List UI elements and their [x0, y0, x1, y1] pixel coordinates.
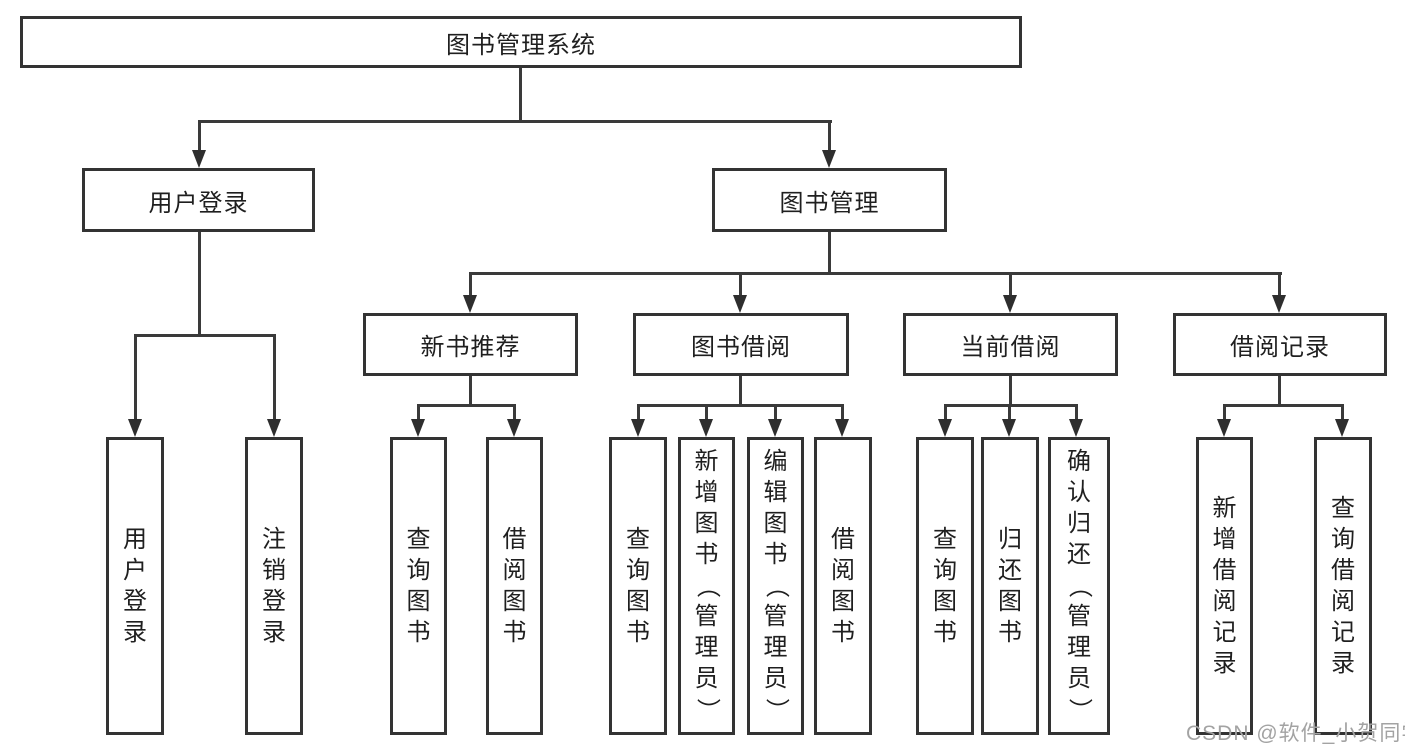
connector-line: [944, 404, 947, 421]
connector-line: [637, 404, 843, 407]
connector-line: [739, 376, 742, 406]
arrow-down-icon: [1003, 295, 1017, 313]
arrow-down-icon: [822, 150, 836, 168]
leaf-label: 注销登录: [262, 525, 286, 646]
node-borrow-records: 借阅记录: [1173, 313, 1387, 376]
arrow-down-icon: [1217, 419, 1231, 437]
leaf-label: 查询图书: [626, 525, 650, 646]
arrow-down-icon: [1002, 419, 1016, 437]
leaf-current-query-books: 查询图书: [916, 437, 974, 735]
connector-line: [273, 334, 276, 421]
connector-line: [774, 404, 777, 421]
connector-line: [198, 120, 832, 123]
connector-line: [1223, 404, 1343, 407]
connector-line: [513, 404, 516, 421]
arrow-down-icon: [733, 295, 747, 313]
connector-line: [1341, 404, 1344, 421]
arrow-down-icon: [835, 419, 849, 437]
connector-line: [469, 272, 472, 297]
node-current-borrow: 当前借阅: [903, 313, 1118, 376]
connector-line: [1008, 404, 1011, 421]
arrow-down-icon: [1272, 295, 1286, 313]
leaf-label: 确认归还（管理员）: [1066, 448, 1093, 723]
leaf-rec-query-books: 查询图书: [390, 437, 447, 735]
node-book-management: 图书管理: [712, 168, 947, 232]
node-user-login: 用户登录: [82, 168, 315, 232]
arrow-down-icon: [267, 419, 281, 437]
leaf-label: 新增图书（管理员）: [693, 448, 721, 723]
connector-line: [134, 334, 137, 421]
connector-line: [1278, 272, 1281, 297]
leaf-label: 查询图书: [406, 525, 431, 646]
leaf-label: 用户登录: [123, 525, 147, 646]
connector-line: [198, 232, 201, 336]
leaf-current-confirm-return: 确认归还（管理员）: [1048, 437, 1110, 735]
arrow-down-icon: [631, 419, 645, 437]
node-root: 图书管理系统: [20, 16, 1022, 68]
leaf-borrow-edit-books: 编辑图书（管理员）: [747, 437, 804, 735]
arrow-down-icon: [699, 419, 713, 437]
leaf-records-query: 查询借阅记录: [1314, 437, 1372, 735]
leaf-borrow-borrow-books: 借阅图书: [814, 437, 872, 735]
leaf-user-login: 用户登录: [106, 437, 164, 735]
arrow-down-icon: [938, 419, 952, 437]
leaf-label: 归还图书: [998, 525, 1022, 646]
leaf-label: 查询借阅记录: [1331, 494, 1355, 677]
connector-line: [469, 376, 472, 406]
connector-line: [739, 272, 742, 297]
connector-line: [134, 334, 276, 337]
leaf-borrow-query-books: 查询图书: [609, 437, 667, 735]
arrow-down-icon: [128, 419, 142, 437]
leaf-label: 新增借阅记录: [1212, 494, 1237, 677]
connector-line: [705, 404, 708, 421]
connector-line: [417, 404, 420, 421]
csdn-watermark: CSDN @软件_小贺同学: [1186, 722, 1405, 745]
arrow-down-icon: [411, 419, 425, 437]
arrow-down-icon: [1335, 419, 1349, 437]
connector-line: [1009, 272, 1012, 297]
leaf-records-add: 新增借阅记录: [1196, 437, 1253, 735]
leaf-label: 查询图书: [933, 525, 957, 646]
connector-line: [828, 232, 831, 274]
leaf-logout: 注销登录: [245, 437, 303, 735]
leaf-label: 编辑图书（管理员）: [762, 448, 790, 723]
connector-line: [1223, 404, 1226, 421]
connector-line: [944, 404, 1078, 407]
leaf-borrow-add-books: 新增图书（管理员）: [678, 437, 735, 735]
connector-line: [417, 404, 516, 407]
arrow-down-icon: [768, 419, 782, 437]
connector-line: [1278, 376, 1281, 406]
leaf-rec-borrow-books: 借阅图书: [486, 437, 543, 735]
connector-line: [1009, 376, 1012, 406]
leaf-label: 借阅图书: [831, 525, 855, 646]
connector-line: [1075, 404, 1078, 421]
leaf-label: 借阅图书: [502, 525, 527, 646]
arrow-down-icon: [507, 419, 521, 437]
connector-line: [519, 68, 522, 122]
node-book-borrow: 图书借阅: [633, 313, 849, 376]
connector-line: [841, 404, 844, 421]
node-new-book-recommend: 新书推荐: [363, 313, 578, 376]
connector-line: [828, 120, 831, 152]
connector-line: [198, 120, 201, 152]
arrow-down-icon: [192, 150, 206, 168]
arrow-down-icon: [463, 295, 477, 313]
connector-line: [637, 404, 640, 421]
connector-line: [469, 272, 1282, 275]
leaf-current-return-books: 归还图书: [981, 437, 1039, 735]
arrow-down-icon: [1069, 419, 1083, 437]
